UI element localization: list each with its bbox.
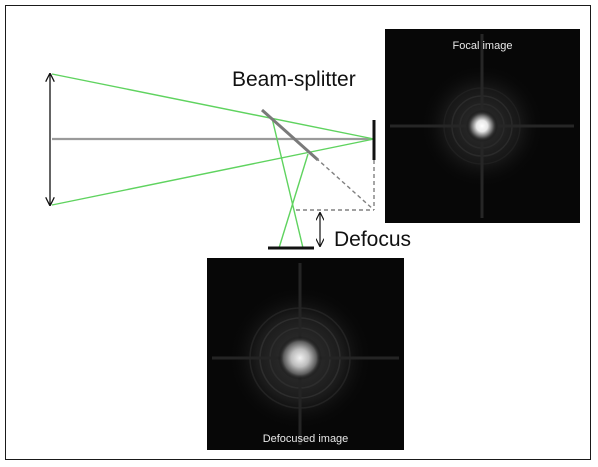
focal-psf-image [390, 34, 574, 218]
reflected-ray-2 [278, 153, 309, 249]
defocused-image-caption: Defocused image [262, 433, 349, 445]
ray-lower [51, 138, 375, 206]
defocused-psf-image [212, 263, 399, 445]
defocus-label: Defocus [334, 228, 412, 251]
ray-upper [51, 73, 375, 140]
reflected-ray-1 [271, 117, 304, 249]
defocused-image-panel: Defocused image [207, 258, 404, 450]
focal-image-panel: Focal image [385, 29, 580, 223]
focal-image-caption: Focal image [452, 40, 513, 52]
beam-splitter-label: Beam-splitter [232, 68, 356, 91]
dashed-path-diagonal [315, 157, 375, 211]
beam-splitter [261, 108, 319, 162]
